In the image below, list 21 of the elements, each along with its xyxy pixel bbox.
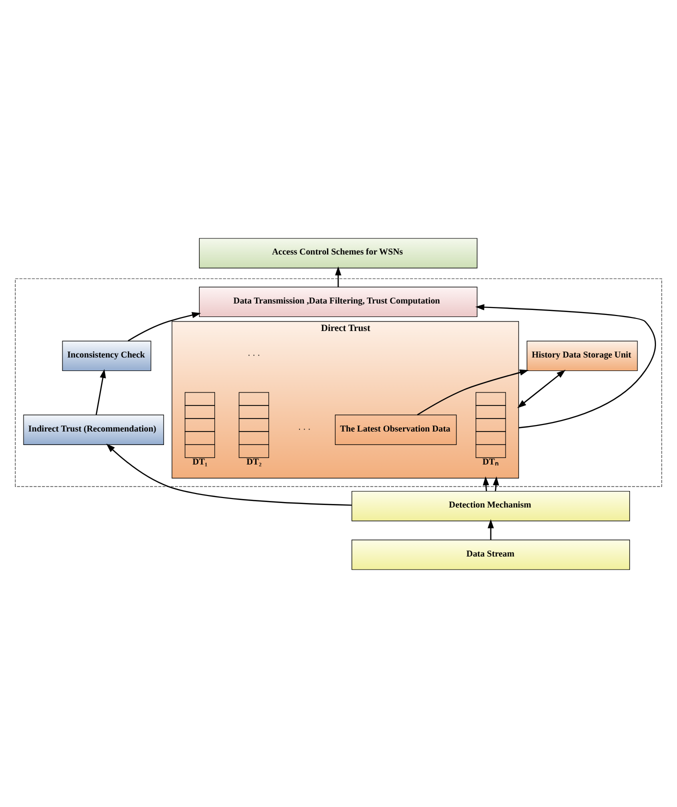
arrow <box>475 304 656 428</box>
arrow <box>96 368 106 414</box>
node-box: History Data Storage Unit <box>526 340 638 371</box>
label: · · · <box>248 350 260 360</box>
label: · · · <box>298 424 311 434</box>
node-box: Data Stream <box>352 539 630 570</box>
node-box: Indirect Trust (Recommendation) <box>23 414 164 444</box>
node-label: DT₂ <box>246 456 262 466</box>
arrow <box>517 369 566 408</box>
node-box: Detection Mechanism <box>352 490 630 521</box>
node-box: Access Control Schemes for WSNs <box>199 238 478 268</box>
node-label: DT₁ <box>192 456 208 466</box>
arrow <box>335 266 342 287</box>
arrow <box>488 518 494 540</box>
node-box: Inconsistency Check <box>62 340 152 371</box>
arrow <box>417 368 529 415</box>
arrow <box>128 312 201 341</box>
node-box: Data Transmission ,Data Filtering, Trust Computation <box>199 286 478 317</box>
node-label: DTₙ <box>482 456 499 466</box>
node-box: The Latest Observation Data <box>334 414 457 444</box>
arrow <box>106 443 352 506</box>
